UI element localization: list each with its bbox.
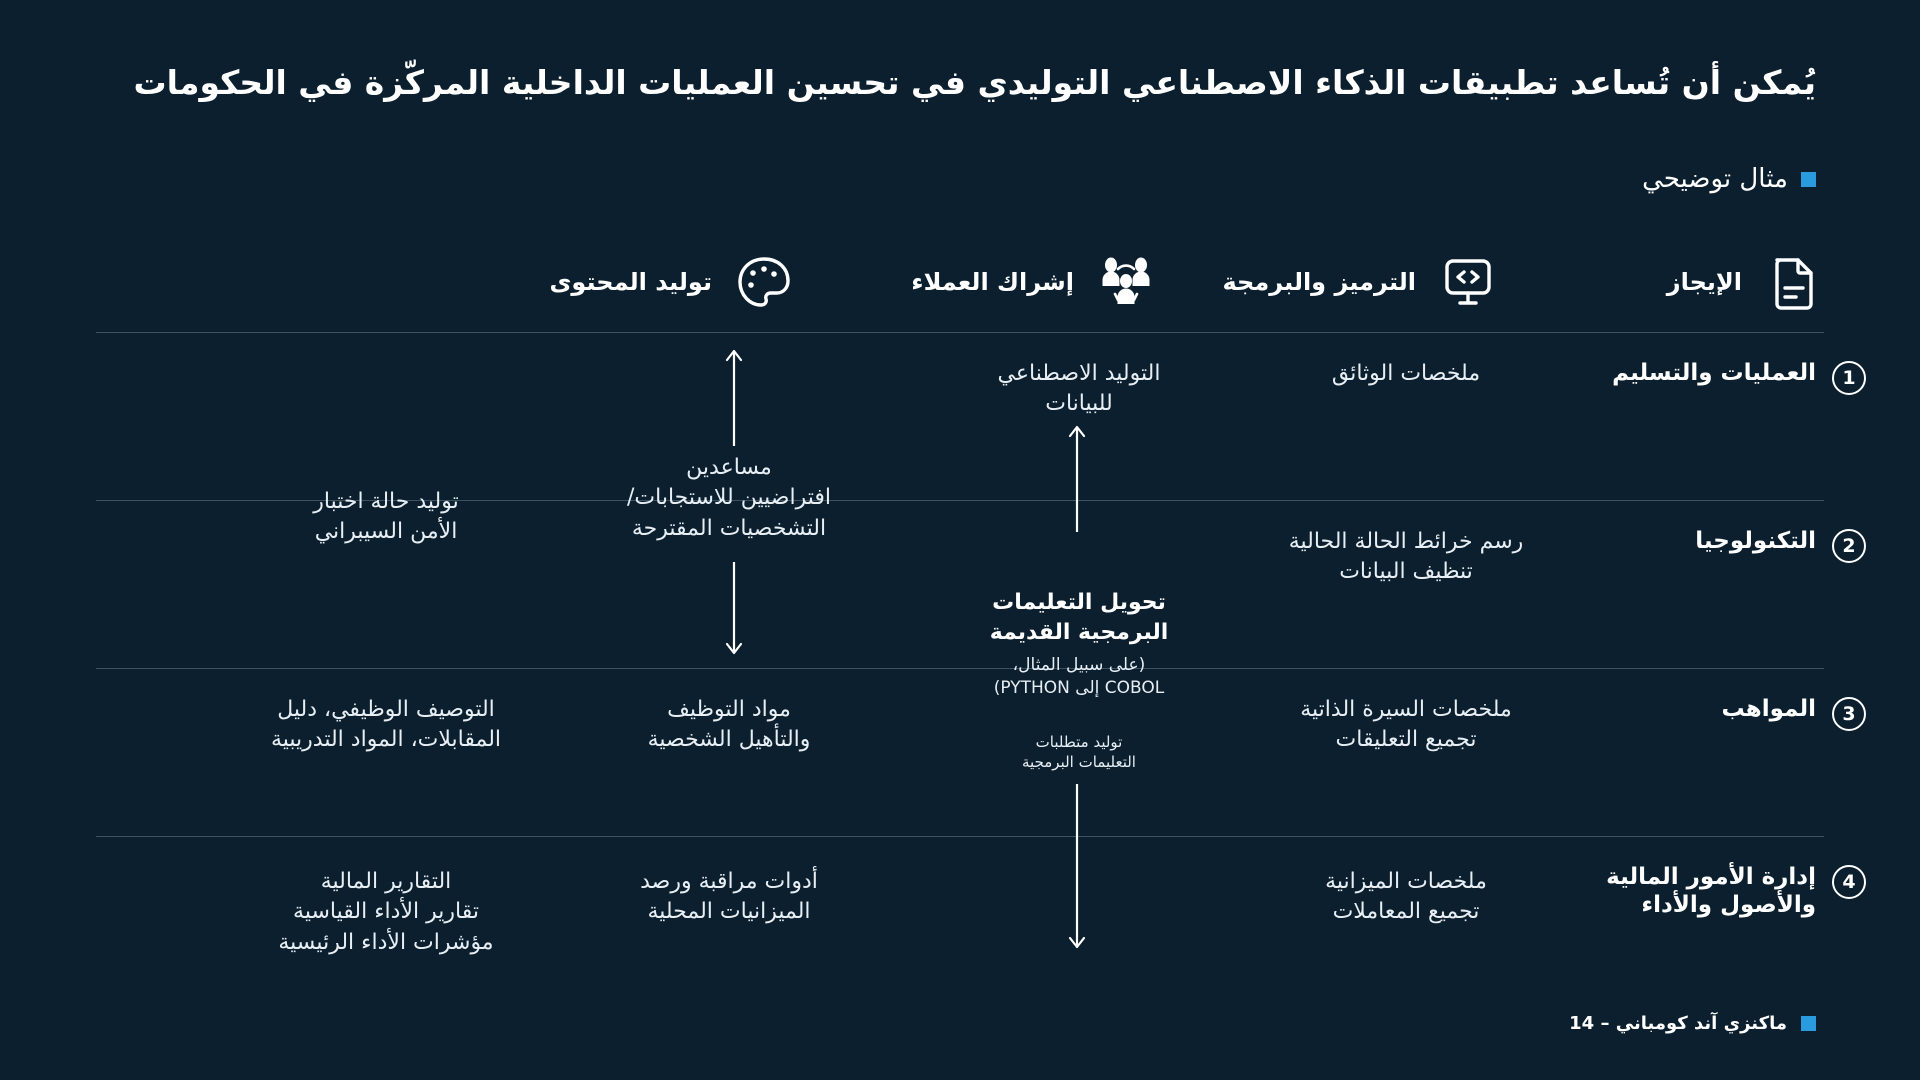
column-header-content: توليد المحتوى xyxy=(464,232,794,332)
column-header-engagement: إشراك العملاء xyxy=(816,232,1156,332)
row-number-badge: 4 xyxy=(1832,865,1866,899)
matrix-grid: الإيجاز الترميز والبرمجة xyxy=(96,232,1866,962)
footer: ماكنزي آند كومباني – 14 xyxy=(1569,1013,1816,1034)
code-monitor-icon xyxy=(1438,252,1498,312)
row-label-1: 1 العمليات والتسليم xyxy=(1566,359,1866,395)
matrix-rows: 1 العمليات والتسليم ملخصات الوثائق التول… xyxy=(96,332,1866,962)
row-name: المواهب xyxy=(1721,696,1816,722)
cell-row1-summarization: ملخصات الوثائق xyxy=(1331,361,1481,386)
legend-label: مثال توضيحي xyxy=(1642,164,1788,194)
legend-swatch-icon xyxy=(1801,171,1816,187)
column-header-row: الإيجاز الترميز والبرمجة xyxy=(96,232,1824,332)
row-number-badge: 2 xyxy=(1832,529,1866,563)
legend: مثال توضيحي xyxy=(1642,166,1816,192)
row-label-3: 3 المواهب xyxy=(1566,695,1866,731)
column-header-label: إشراك العملاء xyxy=(911,268,1074,296)
column-header-label: الإيجاز xyxy=(1666,268,1742,296)
page-title: يُمكن أن تُساعد تطبيقات الذكاء الاصطناعي… xyxy=(133,63,1816,102)
row-name: العمليات والتسليم xyxy=(1612,360,1816,386)
column-header-summarization: الإيجاز xyxy=(1504,232,1824,332)
coding-callout-example: (على سبيل المثال،COBOL إلى PYTHON) xyxy=(993,655,1165,698)
row-number-badge: 3 xyxy=(1832,697,1866,731)
palette-icon xyxy=(734,252,794,312)
table-row: 1 العمليات والتسليم ملخصات الوثائق التول… xyxy=(96,332,1866,500)
footer-label: ماكنزي آند كومباني – 14 xyxy=(1569,1013,1787,1034)
row-number-badge: 1 xyxy=(1832,361,1866,395)
column-header-label: الترميز والبرمجة xyxy=(1222,268,1417,296)
row-label-2: 2 التكنولوجيا xyxy=(1566,527,1866,563)
footer-swatch-icon xyxy=(1801,1016,1816,1031)
column-header-coding: الترميز والبرمجة xyxy=(1168,232,1498,332)
column-header-label: توليد المحتوى xyxy=(549,268,712,296)
document-icon xyxy=(1764,252,1824,312)
row-name: التكنولوجيا xyxy=(1695,528,1816,554)
people-group-icon xyxy=(1096,252,1156,312)
